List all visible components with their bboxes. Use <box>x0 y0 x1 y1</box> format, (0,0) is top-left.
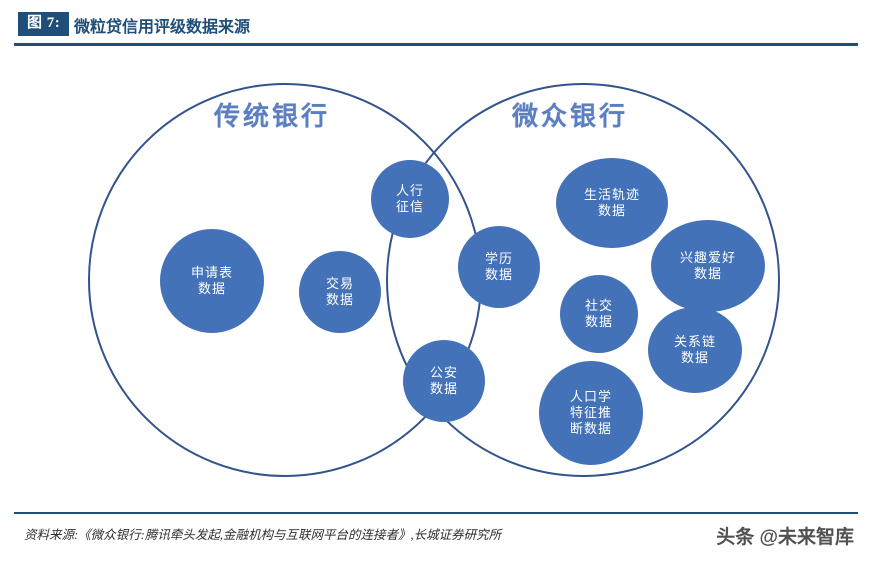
data-bubble-demographic-inference-data: 人口学 特征推 断数据 <box>539 361 643 465</box>
venn-label-webank: 微众银行 <box>512 102 629 131</box>
figure-header: 图 7: 微粒贷信用评级数据来源 <box>0 0 872 48</box>
data-bubble-social-data: 社交 数据 <box>560 275 638 353</box>
data-bubble-life-trajectory-data: 生活轨迹 数据 <box>556 158 668 248</box>
footer-divider <box>14 512 858 514</box>
data-bubble-pboc-credit-data: 人行 征信 <box>371 160 449 238</box>
header-divider <box>14 43 858 46</box>
page-title: 微粒贷信用评级数据来源 <box>74 19 251 36</box>
data-bubble-relationship-chain-data: 关系链 数据 <box>648 307 742 393</box>
watermark: 头条 @未来智库 <box>716 527 854 548</box>
venn-circle-traditional-bank <box>88 83 482 477</box>
data-bubble-interest-hobby-data: 兴趣爱好 数据 <box>651 220 765 312</box>
venn-label-traditional-bank: 传统银行 <box>214 102 331 131</box>
data-bubble-public-security-data: 公安 数据 <box>403 340 485 422</box>
data-bubble-transaction-data: 交易 数据 <box>299 251 381 333</box>
source-note: 资料来源:《微众银行:腾讯牵头发起,金融机构与互联网平台的连接者》,长城证券研究… <box>24 528 502 542</box>
figure-number-badge: 图 7: <box>18 12 70 36</box>
data-bubble-education-data: 学历 数据 <box>458 226 540 308</box>
venn-diagram: 传统银行 微众银行 申请表 数据交易 数据 人行 征信学历 数据公安 数据 生活轨迹… <box>0 48 872 510</box>
data-bubble-application-form-data: 申请表 数据 <box>160 229 264 333</box>
venn-circle-webank <box>386 83 780 477</box>
